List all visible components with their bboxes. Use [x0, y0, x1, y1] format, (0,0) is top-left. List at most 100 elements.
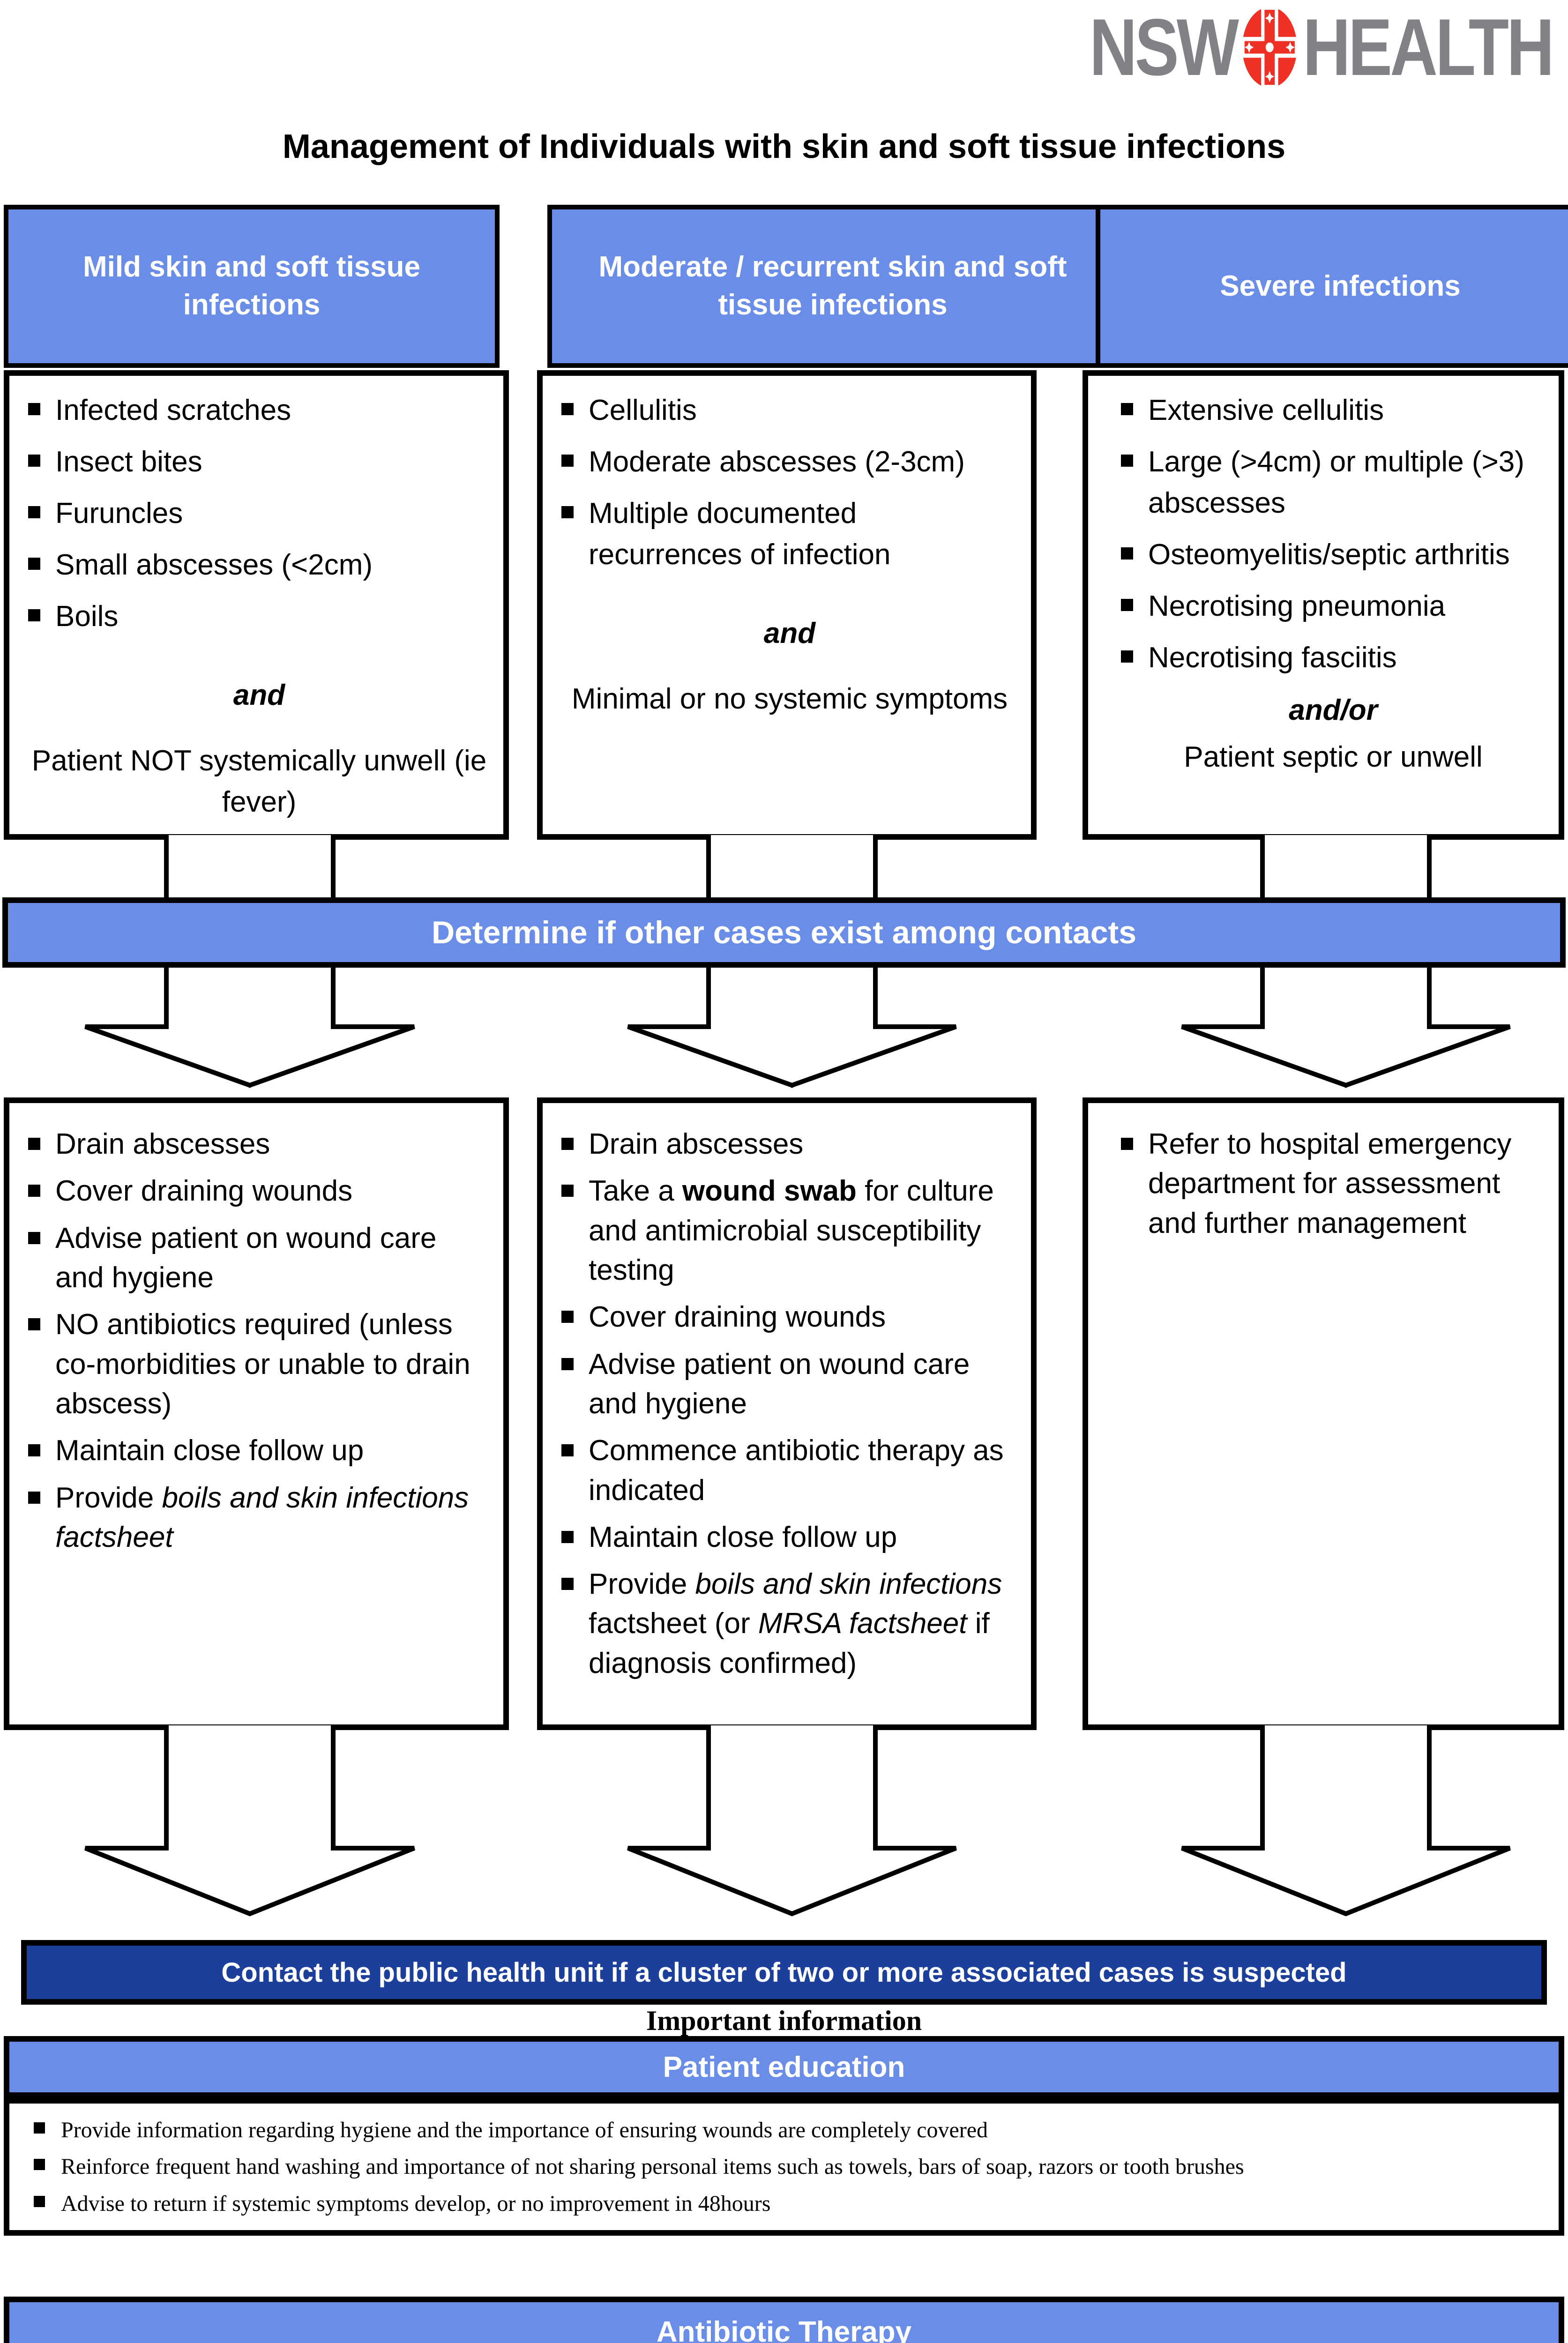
- arrow-down-mild-2: [84, 1725, 415, 1917]
- list-item: Moderate abscesses (2-3cm): [561, 441, 1018, 483]
- actions-list: Refer to hospital emergency department f…: [1121, 1125, 1546, 1243]
- bullet-text: Infected scratches: [55, 394, 291, 426]
- important-information-heading: Important information: [646, 2005, 922, 2036]
- bullet-text: NO antibiotics required (unless co-morbi…: [55, 1308, 470, 1420]
- list-item: Extensive cellulitis: [1121, 390, 1546, 431]
- bullet-square-icon: [561, 1444, 574, 1457]
- bullet-text: Commence antibiotic therapy as indicated: [589, 1434, 1004, 1507]
- header-mild-infections: Mild skin and soft tissue infections: [4, 205, 500, 368]
- bullet-square-icon: [28, 558, 40, 570]
- list-item: Provide boils and skin infections factsh…: [28, 1478, 490, 1558]
- joiner-and-or: and/or: [1289, 694, 1378, 727]
- bullet-square-icon: [1121, 547, 1133, 560]
- list-item: Osteomyelitis/septic arthritis: [1121, 534, 1546, 575]
- bullet-text: Necrotising fasciitis: [1148, 642, 1397, 674]
- bullet-square-icon: [28, 1318, 40, 1331]
- bullet-text: Cellulitis: [589, 394, 697, 426]
- list-item: Large (>4cm) or multiple (>3) abscesses: [1121, 441, 1546, 524]
- arrow-down-severe-2: [1181, 1725, 1511, 1917]
- logo-nsw-text: NSW: [1089, 2, 1239, 92]
- bullet-square-icon: [34, 2159, 45, 2171]
- bullet-square-icon: [28, 506, 40, 519]
- patient-education-list: Provide information regarding hygiene an…: [34, 2116, 1540, 2218]
- list-item: Cellulitis: [561, 390, 1018, 431]
- condition-text: Patient septic or unwell: [1184, 741, 1483, 774]
- list-item: Maintain close follow up: [28, 1431, 490, 1470]
- bullet-square-icon: [561, 506, 574, 519]
- bullet-text: Advise to return if systemic symptoms de…: [61, 2191, 771, 2216]
- bullet-text: Drain abscesses: [55, 1128, 270, 1160]
- bullet-square-icon: [1121, 599, 1133, 612]
- bullet-square-icon: [28, 1138, 40, 1150]
- bullet-square-icon: [561, 1578, 574, 1590]
- patient-education-box: Provide information regarding hygiene an…: [4, 2098, 1564, 2236]
- bullet-square-icon: [1121, 455, 1133, 467]
- banner-patient-education: Patient education: [4, 2036, 1564, 2098]
- bullet-text: Osteomyelitis/septic arthritis: [1148, 538, 1510, 571]
- list-item: Reinforce frequent hand washing and impo…: [34, 2152, 1540, 2181]
- bullet-text: Drain abscesses: [589, 1128, 804, 1160]
- bullet-text: Provide information regarding hygiene an…: [61, 2118, 988, 2142]
- bullet-text: Multiple documented recurrences of infec…: [589, 497, 891, 571]
- bullet-text: Furuncles: [55, 497, 183, 530]
- list-item: Multiple documented recurrences of infec…: [561, 493, 1018, 575]
- bullet-square-icon: [28, 1444, 40, 1457]
- bullet-square-icon: [34, 2122, 45, 2134]
- list-item: Necrotising fasciitis: [1121, 637, 1546, 679]
- bullet-text: Insect bites: [55, 446, 202, 478]
- bullet-text: Large (>4cm) or multiple (>3) abscesses: [1148, 446, 1524, 520]
- condition-text: Minimal or no systemic symptoms: [571, 683, 1008, 716]
- banner-determine-cases: Determine if other cases exist among con…: [2, 897, 1566, 968]
- bullet-square-icon: [1121, 650, 1133, 663]
- bullet-text: Moderate abscesses (2-3cm): [589, 446, 965, 478]
- bullet-text: Refer to hospital emergency department f…: [1148, 1128, 1512, 1239]
- list-item: Small abscesses (<2cm): [28, 545, 490, 586]
- bullet-text: Boils: [55, 600, 119, 633]
- bullet-square-icon: [561, 1530, 574, 1543]
- bullet-text: Advise patient on wound care and hygiene: [589, 1348, 970, 1420]
- header-moderate-infections: Moderate / recurrent skin and soft tissu…: [547, 205, 1118, 368]
- arrow-down-moderate-2: [627, 1725, 957, 1917]
- nsw-health-logo: NSW HEALTH: [1089, 2, 1554, 92]
- list-item: Cover draining wounds: [561, 1298, 1018, 1337]
- list-item: Cover draining wounds: [28, 1172, 490, 1211]
- bullet-square-icon: [561, 1185, 574, 1197]
- banner-contact-public-health-unit: Contact the public health unit if a clus…: [21, 1940, 1547, 2005]
- list-item: Maintain close follow up: [561, 1518, 1018, 1557]
- bullet-text: Advise patient on wound care and hygiene: [55, 1222, 437, 1294]
- list-item: Boils: [28, 596, 490, 637]
- list-item: Infected scratches: [28, 390, 490, 431]
- list-item: Provide boils and skin infections factsh…: [561, 1565, 1018, 1683]
- bullet-square-icon: [28, 403, 40, 415]
- bullet-square-icon: [561, 403, 574, 415]
- bullet-text: Necrotising pneumonia: [1148, 590, 1446, 623]
- bullet-square-icon: [1121, 403, 1133, 415]
- list-item: Necrotising pneumonia: [1121, 586, 1546, 627]
- list-item: Drain abscesses: [561, 1125, 1018, 1164]
- list-item: Drain abscesses: [28, 1125, 490, 1164]
- list-item: Commence antibiotic therapy as indicated: [561, 1431, 1018, 1510]
- list-item: NO antibiotics required (unless co-morbi…: [28, 1305, 490, 1424]
- list-item: Advise patient on wound care and hygiene: [561, 1345, 1018, 1424]
- actions-box-severe: Refer to hospital emergency department f…: [1083, 1097, 1564, 1730]
- banner-antibiotic-therapy: Antibiotic Therapy: [4, 2297, 1564, 2343]
- bullet-text: Small abscesses (<2cm): [55, 549, 373, 582]
- bullet-square-icon: [561, 1358, 574, 1370]
- bullet-text: Extensive cellulitis: [1148, 394, 1384, 426]
- list-item: Furuncles: [28, 493, 490, 534]
- list-item: Insect bites: [28, 441, 490, 483]
- bullet-text: Cover draining wounds: [589, 1301, 886, 1334]
- header-severe-infections: Severe infections: [1096, 205, 1568, 368]
- logo-health-text: HEALTH: [1303, 2, 1554, 92]
- bullet-square-icon: [28, 1491, 40, 1504]
- list-item: Take a wound swab for culture and antimi…: [561, 1172, 1018, 1290]
